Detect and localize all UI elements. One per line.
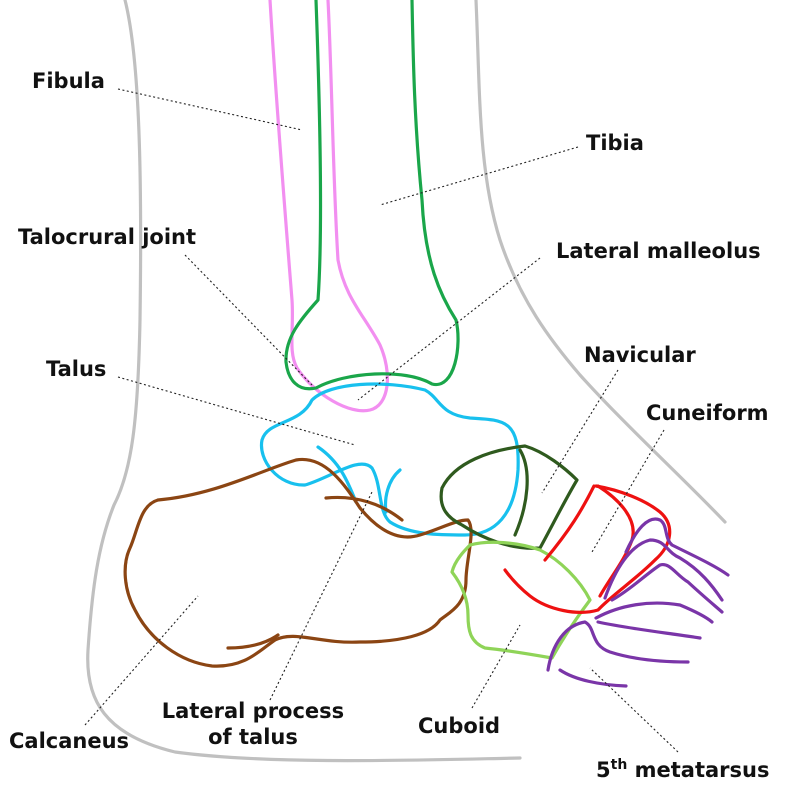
cuneiform-left-edge xyxy=(543,484,596,562)
label-talus: Talus xyxy=(46,357,107,381)
leader-lines xyxy=(84,88,679,753)
leader-navicular xyxy=(541,369,619,494)
metatarsal-5-shaft xyxy=(558,668,628,688)
leader-metatarsus xyxy=(589,667,679,753)
label-metatarsus-superscript: th xyxy=(610,757,628,773)
fibula-bone xyxy=(268,0,390,413)
leader-tibia xyxy=(379,146,579,206)
talus-bone xyxy=(259,382,520,537)
metatarsal-2 xyxy=(603,538,724,602)
leader-calcaneus xyxy=(84,595,199,726)
metatarsal-1 xyxy=(624,517,730,577)
label-tibia: Tibia xyxy=(586,131,644,155)
calcaneus-bone xyxy=(123,457,473,668)
metatarsal-4 xyxy=(594,601,714,624)
label-fibula: Fibula xyxy=(32,69,105,93)
label-lateral-process-of-talus: Lateral process of talus xyxy=(158,698,348,751)
leader-talocrural-joint xyxy=(184,254,313,386)
label-lateral-process-line1: Lateral process xyxy=(161,699,345,723)
label-lateral-process-line2: of talus xyxy=(208,725,298,750)
cuneiform-bone xyxy=(503,484,672,614)
metatarsal-3 xyxy=(610,562,724,614)
navicular-bone xyxy=(439,444,579,550)
leader-lateral-process xyxy=(269,491,373,701)
label-talocrural-joint: Talocrural joint xyxy=(18,225,197,249)
label-5th-metatarsus: 5th metatarsus xyxy=(596,757,769,783)
leader-cuboid xyxy=(471,624,521,709)
label-cuboid: Cuboid xyxy=(418,714,501,738)
leader-fibula xyxy=(117,88,303,131)
leader-cuneiform xyxy=(591,429,665,553)
talus-process-hook xyxy=(383,468,402,514)
calcaneus-tuber-line xyxy=(226,633,280,650)
tibia-bone xyxy=(284,0,460,391)
label-lateral-malleolus: Lateral malleolus xyxy=(556,239,761,263)
metatarsal-4-base xyxy=(596,620,702,640)
skin-outline-front xyxy=(474,0,727,524)
navicular-inner-line xyxy=(513,448,529,537)
skin-outline-back xyxy=(86,0,522,763)
metatarsal-group xyxy=(546,517,730,688)
label-cuneiform: Cuneiform xyxy=(646,401,769,425)
label-calcaneus: Calcaneus xyxy=(9,729,130,753)
label-metatarsus-number: 5 xyxy=(596,758,611,782)
metatarsal-5 xyxy=(546,620,690,672)
label-metatarsus-word: metatarsus xyxy=(627,758,770,782)
leader-talus xyxy=(117,376,356,446)
cuneiform-inner-line xyxy=(596,484,635,598)
cuboid-bone xyxy=(450,540,592,660)
label-navicular: Navicular xyxy=(584,343,696,367)
